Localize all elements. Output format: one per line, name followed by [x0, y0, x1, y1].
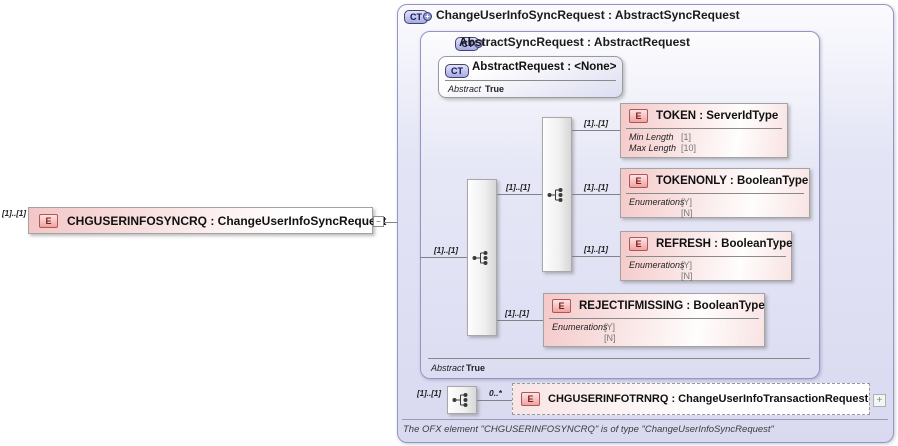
facet-label [629, 208, 681, 219]
connector-line [497, 320, 543, 321]
facet-value: [N] [604, 333, 616, 343]
element-label: CHGUSERINFOTRNRQ : ChangeUserInfoTransac… [548, 393, 869, 405]
sequence-icon [472, 250, 488, 265]
footnote: The OFX element "CHGUSERINFOSYNCRQ" is o… [403, 424, 774, 435]
facet-row: Max Length [10] [629, 143, 783, 154]
cardinality-label: [1]..[1] [434, 246, 458, 255]
sequence-compositor[interactable] [447, 386, 477, 414]
ct-badge-text: CT [451, 66, 463, 76]
facet-row: [N] [629, 208, 805, 219]
ct-badge-text: CT [461, 39, 474, 49]
facet-value: [10] [681, 143, 697, 153]
ct-badge-text: CT [410, 12, 422, 22]
cardinality-label: [1]..[1] [2, 209, 26, 218]
element-icon: E [552, 299, 571, 313]
expand-plus-icon[interactable]: + [423, 12, 432, 21]
cardinality-label: [1]..[1] [505, 309, 529, 318]
separator [445, 80, 616, 81]
facet-value: [Y] [681, 197, 693, 207]
occurrence-label: 0..* [489, 388, 502, 398]
facet-label [629, 271, 681, 282]
connector-line [572, 194, 620, 195]
element-label: CHGUSERINFOSYNCRQ : ChangeUserInfoSyncRe… [67, 213, 387, 228]
complextype-abstractrequest[interactable]: CT AbstractRequest : <None> Abstract Tru… [438, 56, 623, 98]
abstract-value: True [485, 84, 505, 94]
abstract-label: Abstract [431, 363, 465, 373]
abstract-value: True [466, 363, 486, 373]
base-title: AbstractRequest : <None> [472, 61, 617, 73]
facet-label: Max Length [629, 143, 677, 153]
element-icon: E [39, 213, 58, 228]
abstract-label: Abstract [448, 84, 482, 94]
cardinality-label: [1]..[1] [584, 119, 608, 128]
separator [626, 128, 782, 129]
outer-title: ChangeUserInfoSyncRequest : AbstractSync… [436, 8, 740, 22]
cardinality-label: [1]..[1] [584, 183, 608, 192]
element-label: TOKENONLY : BooleanType [656, 175, 809, 187]
separator [549, 318, 759, 319]
facet-value: [Y] [681, 260, 693, 270]
cardinality-label: [1]..[1] [506, 183, 530, 192]
facet-label: Enumerations [629, 197, 685, 207]
facet-label [552, 333, 604, 344]
facet-row: Min Length [1] [629, 132, 783, 143]
sequence-icon [547, 187, 563, 202]
facet-label: Min Length [629, 132, 674, 142]
element-icon: E [629, 237, 648, 251]
element-label: REFRESH : BooleanType [656, 238, 793, 250]
element-icon: E [629, 109, 648, 123]
facet-value: [1] [681, 132, 692, 142]
complextype-badge[interactable]: CT + [455, 37, 484, 51]
element-token[interactable]: E TOKEN : ServerIdType Min Length [1] Ma… [620, 103, 788, 158]
element-tokenonly[interactable]: E TOKENONLY : BooleanType Enumerations [… [620, 168, 810, 218]
facet-label: Enumerations [629, 260, 685, 270]
separator [626, 193, 804, 194]
facet-label: Enumerations [552, 322, 608, 332]
cardinality-label: [1]..[1] [584, 245, 608, 254]
connector-line [572, 256, 620, 257]
connector-line [420, 257, 467, 258]
collapse-toggle[interactable]: − [373, 216, 384, 227]
element-label: TOKEN : ServerIdType [656, 110, 779, 122]
facet-row: Enumerations [Y] [629, 260, 787, 271]
separator [402, 419, 888, 420]
complextype-badge: CT [445, 64, 469, 78]
element-chguserinfotrnrq[interactable]: E CHGUSERINFOTRNRQ : ChangeUserInfoTrans… [512, 383, 870, 415]
connector-line [384, 222, 406, 223]
facet-value: [N] [681, 208, 693, 218]
facet-value: [Y] [604, 322, 616, 332]
cardinality-label: [1]..[1] [417, 389, 441, 398]
element-icon: E [629, 174, 648, 188]
facet-row: Enumerations [Y] [552, 322, 760, 333]
sequence-compositor[interactable] [467, 179, 497, 336]
facet-row: [N] [552, 333, 760, 344]
expand-plus-icon[interactable]: + [474, 39, 484, 48]
complextype-badge[interactable]: CT + [404, 10, 432, 24]
connector-line [572, 130, 620, 131]
element-refresh[interactable]: E REFRESH : BooleanType Enumerations [Y]… [620, 231, 793, 282]
element-icon: E [521, 392, 540, 406]
connector-line [497, 194, 542, 195]
inner-title: AbstractSyncRequest : AbstractRequest [459, 35, 690, 49]
separator [626, 256, 786, 257]
facet-value: [N] [681, 271, 693, 281]
element-chguserinfosyncrq[interactable]: E CHGUSERINFOSYNCRQ : ChangeUserInfoSync… [28, 207, 386, 234]
connector-line [477, 400, 512, 401]
separator [428, 358, 810, 359]
sequence-icon [452, 393, 468, 407]
facet-row: Enumerations [Y] [629, 197, 805, 208]
expand-toggle[interactable]: + [873, 394, 886, 407]
element-rejectifmissing[interactable]: E REJECTIFMISSING : BooleanType Enumerat… [543, 293, 765, 347]
element-label: REJECTIFMISSING : BooleanType [579, 300, 765, 312]
sequence-compositor[interactable] [542, 117, 572, 272]
facet-row: [N] [629, 271, 787, 282]
